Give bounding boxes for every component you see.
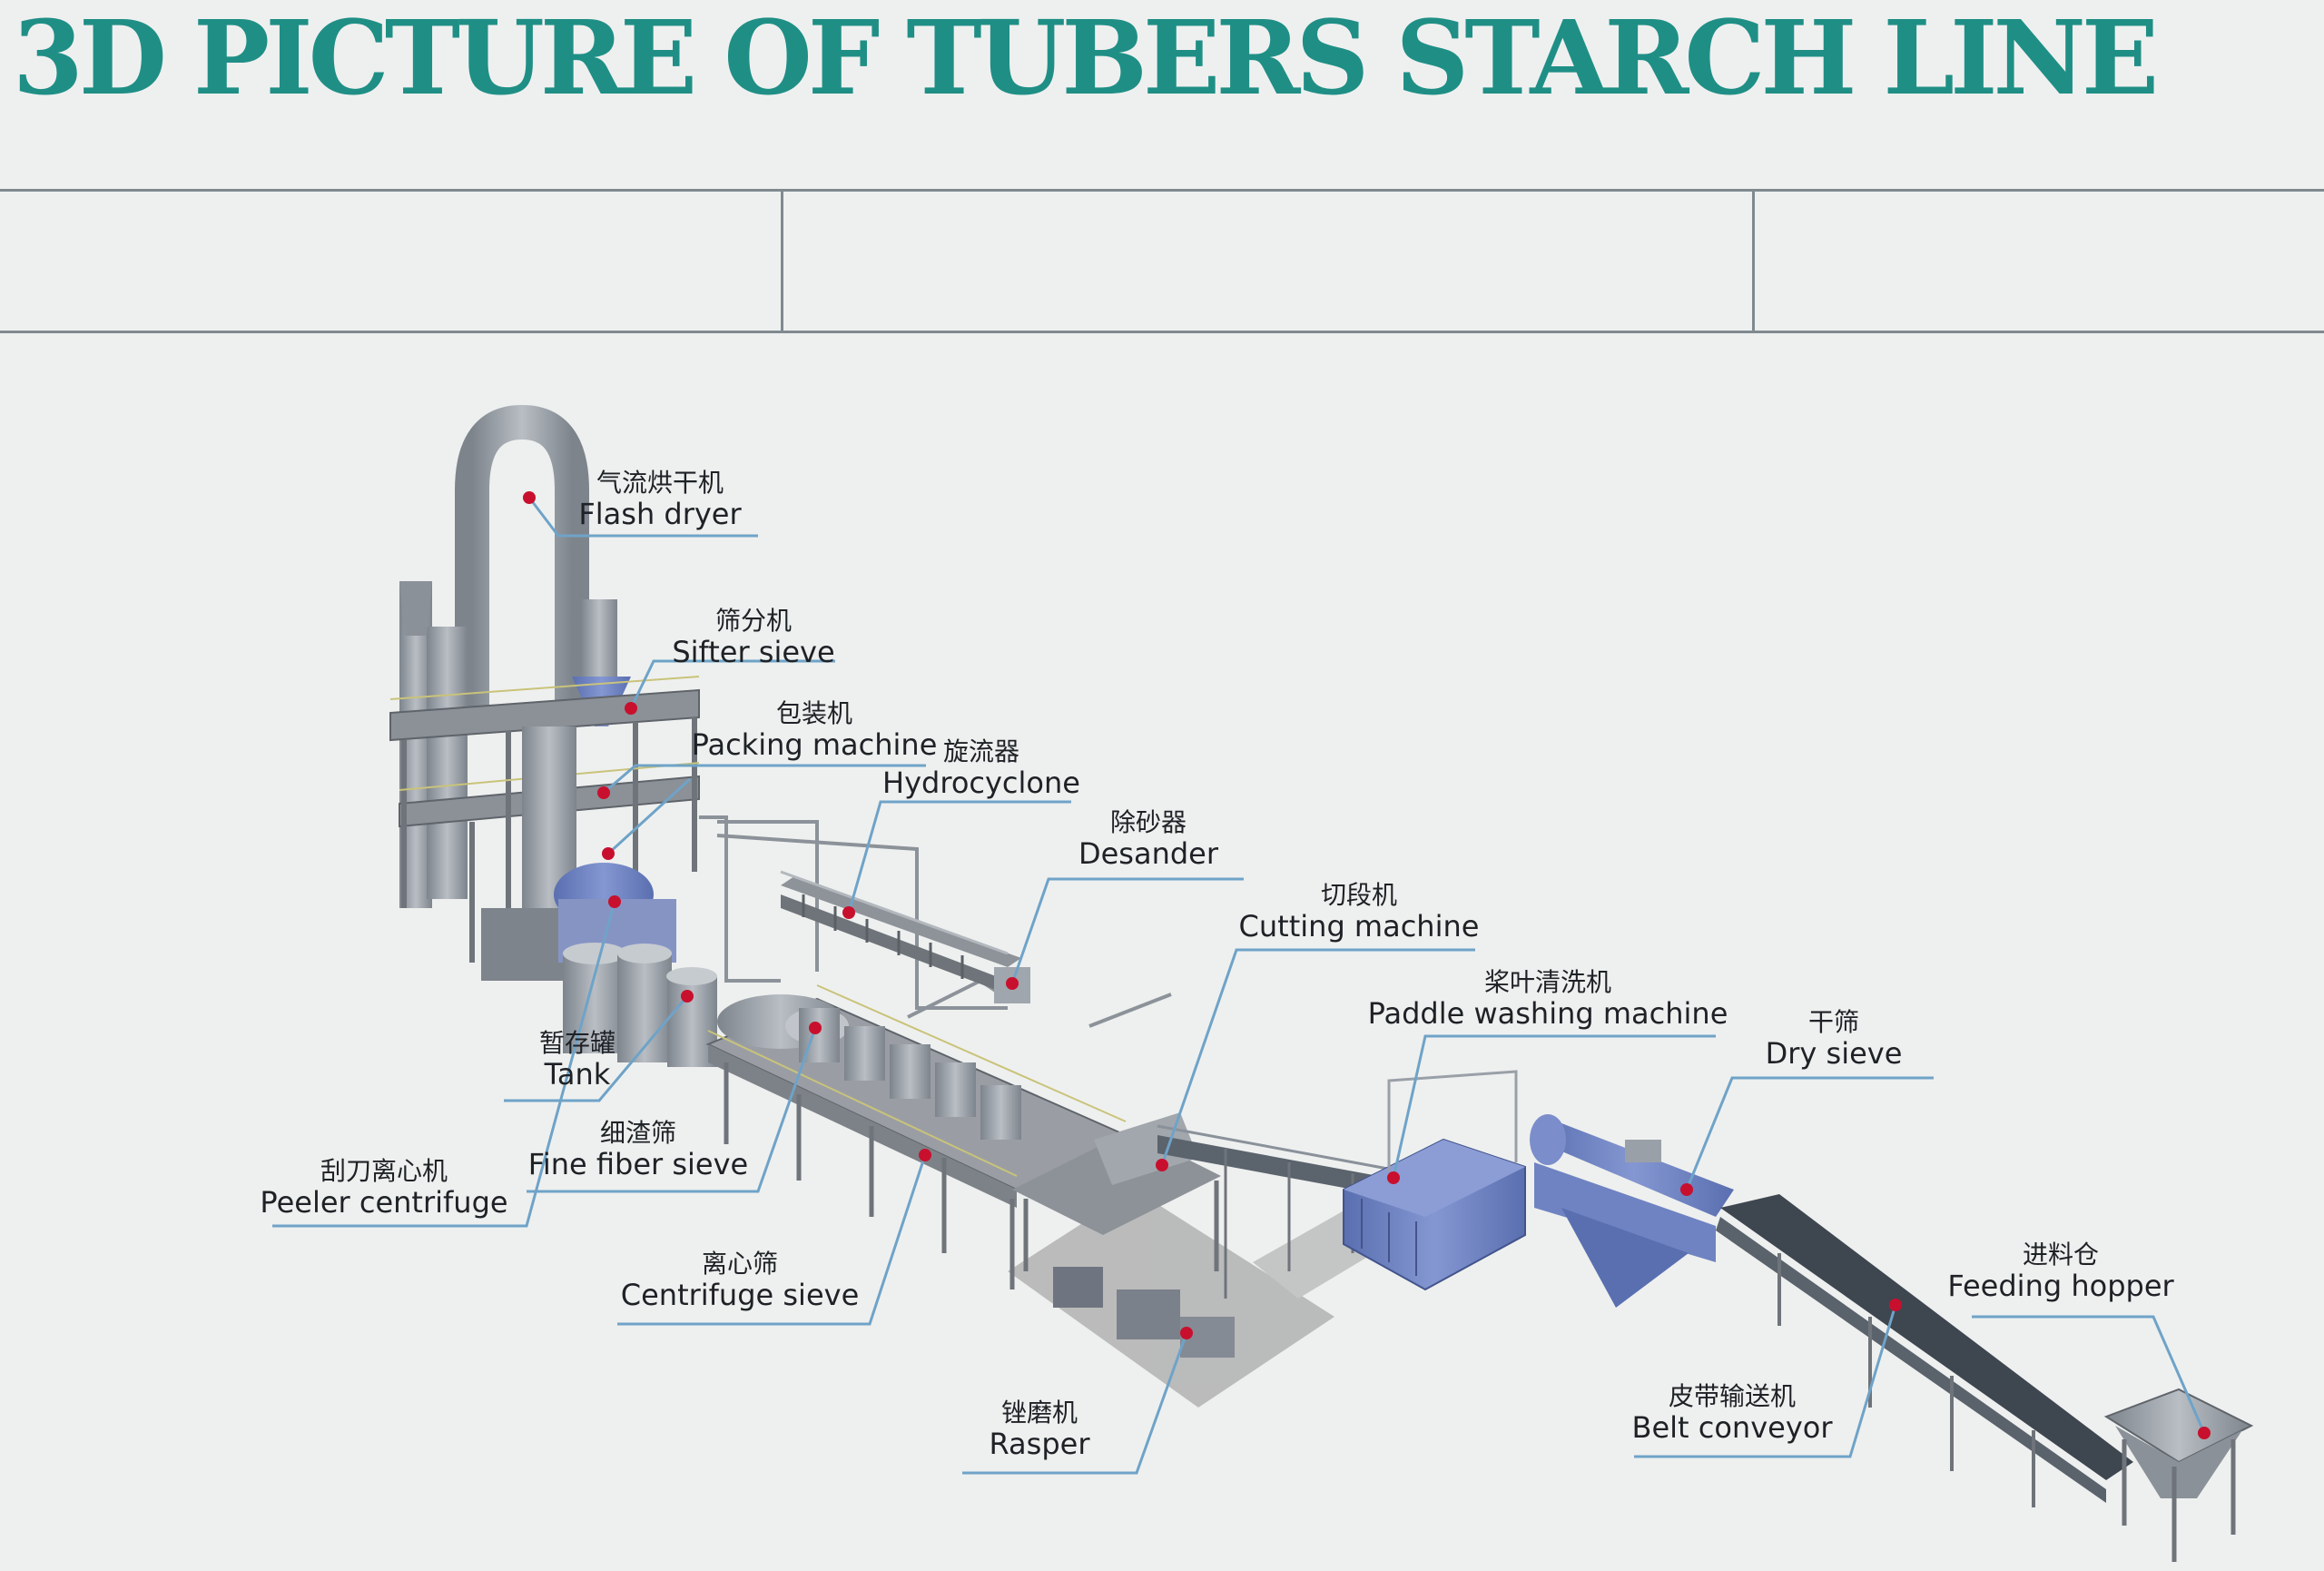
label-packing-machine-cn: 包装机 [775, 698, 853, 728]
marker-feeding-hopper [2198, 1427, 2211, 1439]
label-rasper: 锉磨机 Rasper [990, 1398, 1090, 1461]
label-hydrocyclone: 旋流器 Hydrocyclone [882, 736, 1080, 801]
flash-dryer-unit [389, 404, 700, 981]
label-belt-conveyor-cn: 皮带输送机 [1668, 1381, 1796, 1411]
marker-dry-sieve [1680, 1183, 1693, 1196]
marker-rasper [1180, 1327, 1193, 1339]
dry-sieve-drum [1530, 1114, 1734, 1308]
label-peeler-centrifuge-en: Peeler centrifuge [260, 1185, 508, 1220]
label-fine-fiber-sieve-en: Fine fiber sieve [527, 1147, 749, 1182]
label-rasper-en: Rasper [989, 1427, 1090, 1462]
label-tank: 暂存罐 Tank [538, 1028, 616, 1092]
label-centrifuge-sieve: 离心筛 Centrifuge sieve [620, 1249, 860, 1313]
marker-peeler-centrifuge [608, 895, 621, 908]
storage-tanks [563, 943, 717, 1067]
label-belt-conveyor-en: Belt conveyor [1631, 1410, 1833, 1446]
label-cutting-machine-en: Cutting machine [1238, 909, 1480, 944]
label-tank-en: Tank [544, 1057, 611, 1092]
label-sifter-sieve-cn: 筛分机 [714, 606, 792, 636]
label-desander-en: Desander [1078, 836, 1219, 872]
marker-belt-conveyor [1889, 1299, 1902, 1311]
sieve-platform [705, 984, 1128, 1289]
label-fine-fiber-sieve: 细渣筛 Fine fiber sieve [527, 1118, 749, 1182]
marker-centrifuge-sieve [919, 1149, 931, 1161]
belt-conveyor [1716, 1194, 2133, 1507]
marker-desander [1006, 977, 1019, 990]
page-title: 3D PICTURE OF TUBERS STARCH LINE [13, 0, 2159, 118]
component-markers [523, 491, 2211, 1439]
marker-tank [681, 990, 694, 1003]
label-centrifuge-sieve-cn: 离心筛 [701, 1249, 778, 1279]
label-packing-machine-en: Packing machine [691, 727, 938, 763]
label-hydrocyclone-en: Hydrocyclone [882, 766, 1080, 801]
marker-flash-dryer [523, 491, 536, 504]
marker-paddle-washing [1387, 1171, 1400, 1184]
label-rasper-cn: 锉磨机 [1000, 1398, 1078, 1428]
label-flash-dryer-en: Flash dryer [578, 497, 742, 532]
label-dry-sieve-en: Dry sieve [1765, 1036, 1903, 1072]
rasper-area [1012, 1112, 1235, 1358]
header-divider-2 [1752, 189, 1755, 333]
label-dry-sieve-cn: 干筛 [1807, 1007, 1859, 1037]
feeding-hopper [2103, 1388, 2254, 1562]
label-peeler-centrifuge-cn: 刮刀离心机 [320, 1156, 448, 1186]
header-divider-1 [781, 189, 783, 333]
marker-cutting-machine [1156, 1159, 1168, 1171]
label-hydrocyclone-cn: 旋流器 [942, 736, 1019, 766]
label-packing-machine: 包装机 Packing machine [691, 698, 938, 763]
label-paddle-washing-en: Paddle washing machine [1367, 996, 1728, 1032]
label-flash-dryer: 气流烘干机 Flash dryer [578, 468, 742, 532]
label-peeler-centrifuge: 刮刀离心机 Peeler centrifuge [260, 1156, 508, 1220]
label-desander-cn: 除砂器 [1109, 807, 1187, 837]
marker-sifter-sieve [625, 702, 637, 715]
label-feeding-hopper: 进料仓 Feeding hopper [1947, 1240, 2173, 1303]
leader-lines [272, 497, 2206, 1475]
label-sifter-sieve: 筛分机 Sifter sieve [672, 606, 835, 670]
label-dry-sieve: 干筛 Dry sieve [1765, 1007, 1903, 1072]
label-centrifuge-sieve-en: Centrifuge sieve [620, 1278, 860, 1313]
paddle-washing-machine [1343, 1070, 1526, 1291]
label-feeding-hopper-en: Feeding hopper [1947, 1269, 2174, 1304]
marker-hydrocyclone [842, 906, 855, 919]
header-rule-bottom [0, 331, 2324, 333]
label-desander: 除砂器 Desander [1078, 807, 1219, 872]
label-paddle-washing-cn: 桨叶清洗机 [1483, 967, 1611, 997]
label-cutting-machine-cn: 切段机 [1320, 880, 1398, 910]
label-belt-conveyor: 皮带输送机 Belt conveyor [1631, 1381, 1833, 1446]
header-rule-top [0, 189, 2324, 192]
label-feeding-hopper-cn: 进料仓 [2022, 1240, 2100, 1270]
label-sifter-sieve-en: Sifter sieve [672, 635, 835, 670]
label-tank-cn: 暂存罐 [538, 1028, 616, 1058]
marker-hydrocyclone-tower [602, 847, 615, 860]
label-cutting-machine: 切段机 Cutting machine [1238, 880, 1480, 944]
marker-packing-machine [597, 786, 610, 799]
label-fine-fiber-sieve-cn: 细渣筛 [599, 1118, 676, 1148]
marker-fine-fiber-sieve [809, 1022, 822, 1034]
label-flash-dryer-cn: 气流烘干机 [596, 468, 724, 498]
label-paddle-washing: 桨叶清洗机 Paddle washing machine [1367, 967, 1728, 1032]
